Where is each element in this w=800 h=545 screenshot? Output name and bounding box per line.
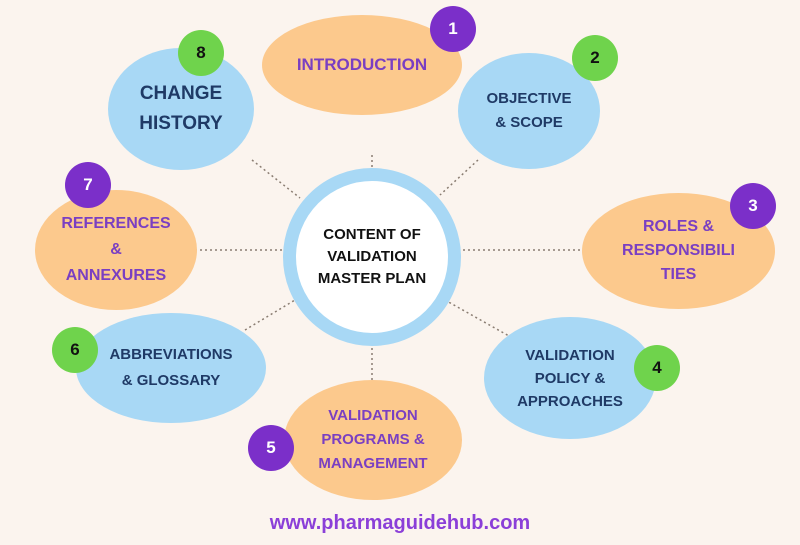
objective-label-line-1: OBJECTIVE [486,90,572,107]
roles-label-line-3: TIES [660,266,697,283]
badge-1: 1 [430,6,476,52]
badge-8: 8 [178,30,224,76]
section-abbreviations-glossary: ABBREVIATIONS & GLOSSARY [76,313,266,423]
abbreviations-label-line-1: ABBREVIATIONS [109,346,233,363]
roles-label-line-2: RESPONSIBILI [622,242,735,259]
change-history-label-line-2: HISTORY [139,113,223,134]
connector-abbreviations [244,299,296,331]
badge-6: 6 [52,327,98,373]
badge-4: 4 [634,345,680,391]
center-label-line-1: CONTENT OF [323,226,421,243]
programs-label-line-1: VALIDATION [328,407,418,424]
section-validation-programs: VALIDATION PROGRAMS & MANAGEMENT [284,380,462,500]
badge-5: 5 [248,425,294,471]
roles-label-line-1: ROLES & [642,218,715,235]
programs-label-line-2: PROGRAMS & [321,431,425,448]
objective-label-line-2: & SCOPE [495,114,563,131]
badge-3: 3 [730,183,776,229]
section-introduction: INTRODUCTION [262,15,462,115]
policy-label-line-3: APPROACHES [517,392,623,410]
website-url[interactable]: www.pharmaguidehub.com [269,512,531,534]
section-change-history: CHANGE HISTORY [108,48,254,170]
change-history-label-line-1: CHANGE [139,83,223,104]
references-label-line-2: & [110,241,122,258]
references-label-line-1: REFERENCES [61,215,171,232]
section-references-annexures: REFERENCES & ANNEXURES [35,190,197,310]
badge-2: 2 [572,35,618,81]
policy-label-line-2: POLICY & [534,369,606,387]
center-hub: CONTENT OF VALIDATION MASTER PLAN [283,168,461,346]
programs-label-line-3: MANAGEMENT [318,455,428,472]
introduction-label: INTRODUCTION [296,55,428,74]
abbreviations-label-line-2: & GLOSSARY [121,372,221,389]
badge-7: 7 [65,162,111,208]
section-validation-policy: VALIDATION POLICY & APPROACHES [484,317,656,439]
references-label-line-3: ANNEXURES [65,267,167,284]
connector-change-history [251,159,301,199]
center-label-line-2: VALIDATION [327,248,417,265]
policy-label-line-1: VALIDATION [525,346,615,364]
connector-objective [439,159,479,196]
center-label-line-3: MASTER PLAN [317,270,427,287]
